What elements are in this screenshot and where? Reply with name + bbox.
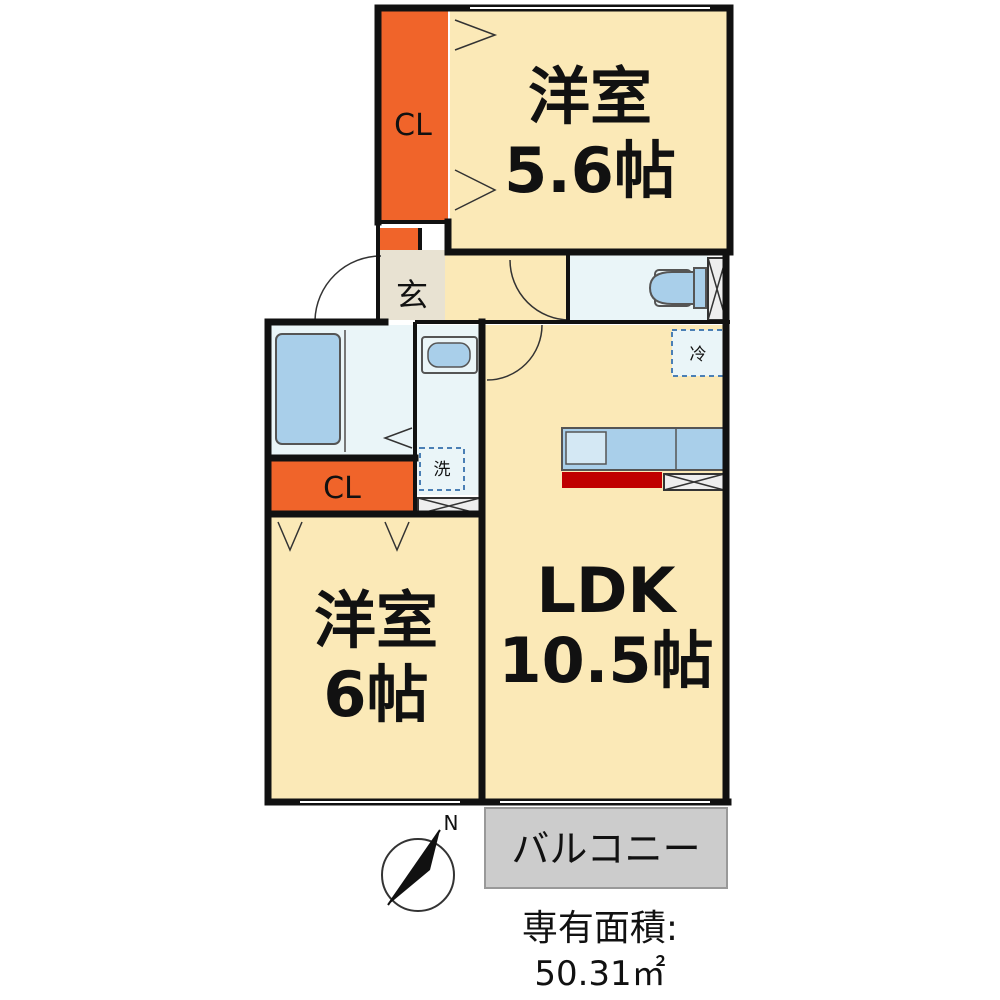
bathtub bbox=[275, 333, 341, 445]
ldk-size: 10.5帖 bbox=[499, 624, 714, 697]
entrance-hall bbox=[445, 250, 570, 322]
west-room-bottom-name: 洋室 bbox=[314, 584, 438, 657]
balcony bbox=[484, 807, 728, 889]
washer-space bbox=[419, 447, 465, 491]
fridge-label: 冷 bbox=[690, 345, 707, 365]
entrance-floor bbox=[380, 250, 445, 320]
ldk-area bbox=[485, 325, 727, 800]
closet-small bbox=[380, 228, 420, 250]
closet-bottom bbox=[270, 460, 413, 512]
closet-top bbox=[378, 10, 448, 220]
toilet-bowl bbox=[648, 271, 701, 305]
compass-north-label: N bbox=[444, 811, 459, 835]
area-label: 専有面積: bbox=[522, 908, 678, 949]
west-room-top-size: 5.6帖 bbox=[504, 134, 676, 207]
washer-label: 洗 bbox=[434, 460, 451, 480]
entrance-door-swing bbox=[314, 255, 382, 321]
ldk-name: LDK bbox=[536, 554, 677, 627]
west-room-bottom bbox=[270, 515, 483, 800]
west-room-top bbox=[450, 10, 727, 250]
west-room-top-name: 洋室 bbox=[528, 60, 652, 133]
compass-icon bbox=[381, 829, 455, 912]
west-room-bottom-size: 6帖 bbox=[323, 658, 428, 731]
closet-top-label: CL bbox=[394, 108, 432, 143]
closet-bottom-label: CL bbox=[323, 471, 361, 506]
area-value: 50.31㎡ bbox=[534, 954, 665, 994]
entrance-label: 玄 bbox=[396, 276, 428, 314]
balcony-label: バルコニー bbox=[511, 827, 700, 871]
counter-base bbox=[562, 472, 662, 488]
